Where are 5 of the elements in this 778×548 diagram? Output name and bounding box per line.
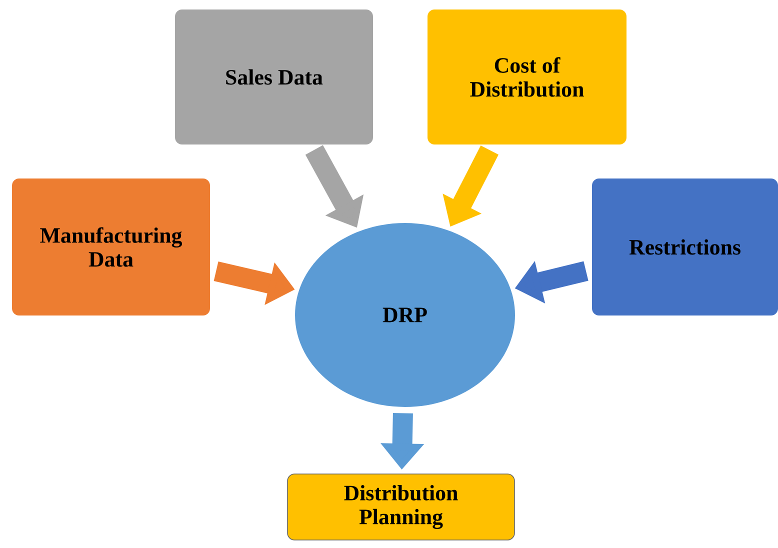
process-box: Sales Data [175, 10, 373, 144]
process-box: Distribution Planning [287, 474, 515, 540]
process-box: Restrictions [592, 178, 778, 316]
process-box: Cost of Distribution [428, 10, 626, 144]
process-box: Manufacturing Data [12, 178, 210, 316]
